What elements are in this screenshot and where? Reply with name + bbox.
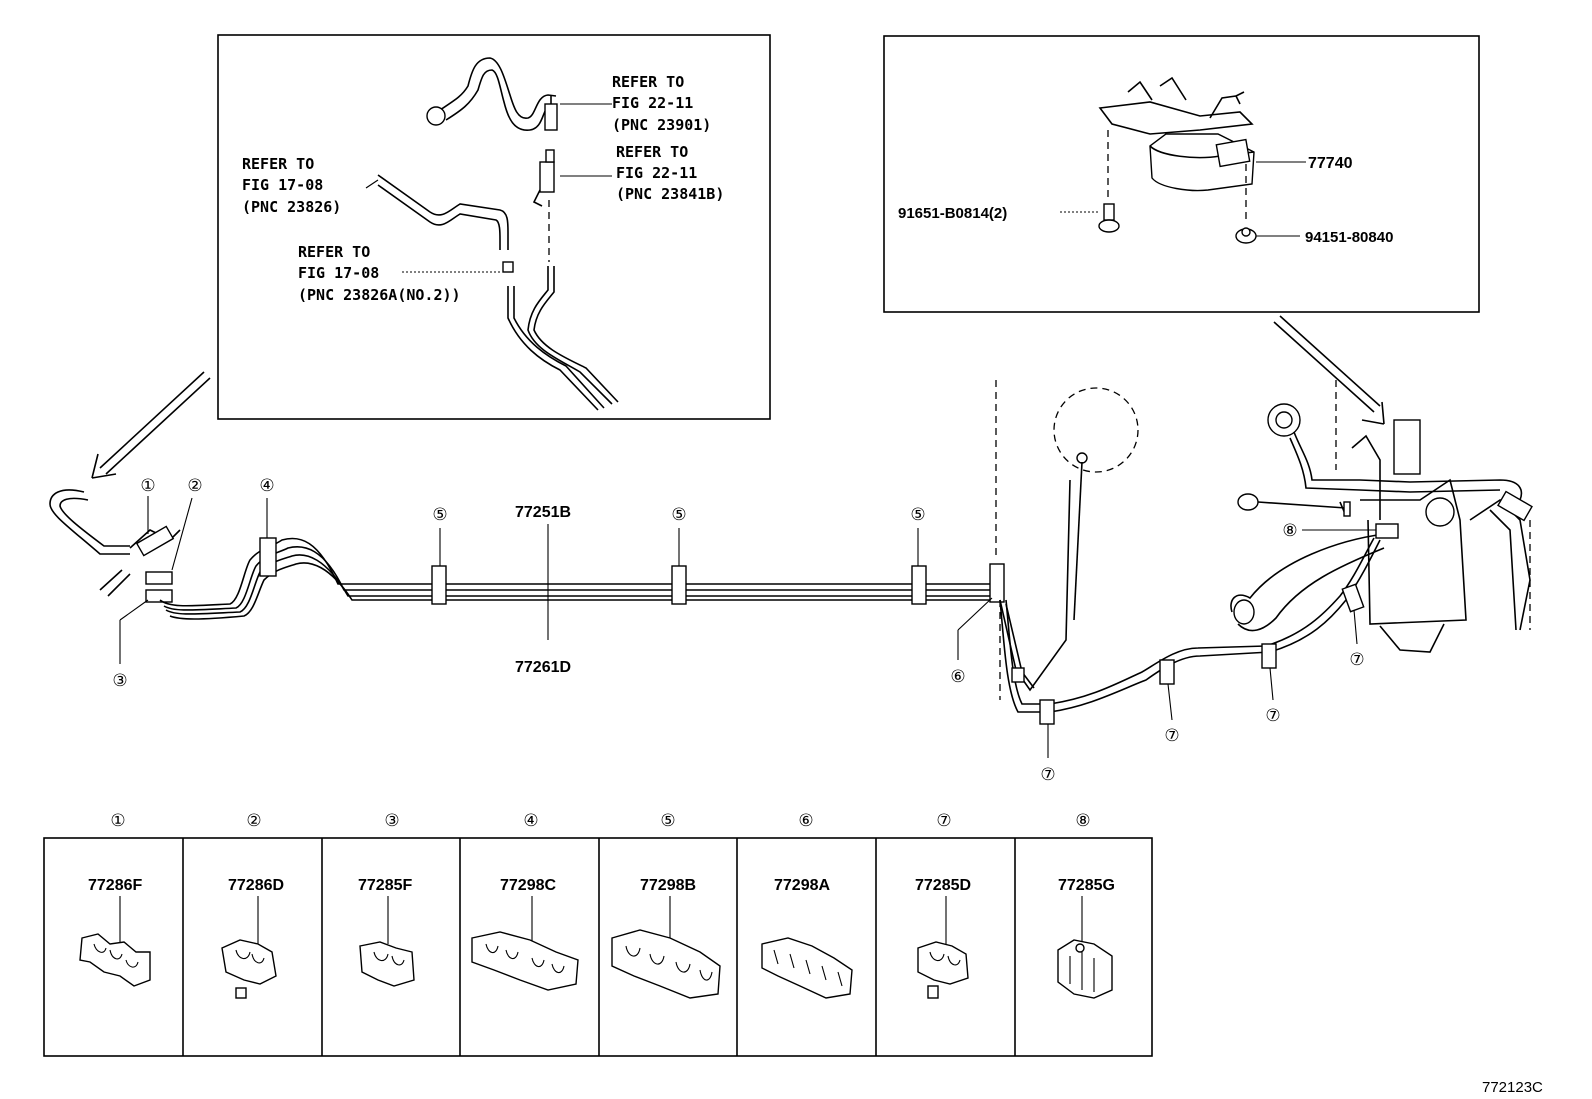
- ref2-line1: REFER TO: [616, 143, 688, 161]
- ref3-line1: REFER TO: [242, 155, 314, 173]
- clamp-8-marker: [1375, 523, 1399, 539]
- clamp-77298B-icon: [611, 929, 721, 999]
- fuel-hose-drawing: [426, 57, 558, 131]
- clamp-77285F-icon: [359, 941, 415, 987]
- callout-1: ①: [140, 476, 155, 495]
- clamp-4-number: ④: [523, 811, 538, 830]
- clamp-77285G-icon: [1057, 939, 1113, 999]
- clamp-3-part: 77285F: [358, 877, 412, 894]
- clamp-5-part: 77298B: [640, 877, 696, 894]
- clamp-6-marker: [989, 563, 1005, 603]
- clamp-5a-marker: [431, 565, 447, 605]
- tube-lines-drawing: [507, 266, 619, 411]
- clamp-2-number: ②: [246, 811, 261, 830]
- clamp-7b-marker: [1159, 659, 1175, 685]
- vapor-pipe-drawing: [377, 174, 514, 273]
- bolt-part-number: 91651-B0814(2): [898, 205, 1007, 222]
- callout-5b: ⑤: [671, 505, 686, 524]
- diagram-id: 772123C: [1482, 1079, 1543, 1096]
- callout-7c: ⑦: [1265, 706, 1280, 725]
- clamp-3-number: ③: [384, 811, 399, 830]
- nut-part-number: 94151-80840: [1305, 229, 1393, 246]
- clamp-4-part: 77298C: [500, 877, 556, 894]
- callout-3: ③: [112, 671, 127, 690]
- callout-5c: ⑤: [910, 505, 925, 524]
- charcoal-canister-drawing: [1098, 76, 1255, 222]
- clamp-5-number: ⑤: [660, 811, 675, 830]
- ref1-line1: REFER TO: [612, 73, 684, 91]
- inset-left: REFER TO FIG 22-11 (PNC 23901) REFER TO …: [217, 34, 771, 420]
- clamp-5b-marker: [671, 565, 687, 605]
- ref4-line1: REFER TO: [298, 243, 370, 261]
- ref3-line2: FIG 17-08: [242, 176, 323, 194]
- clamp-7-number: ⑦: [936, 811, 951, 830]
- clamp-6-part: 77298A: [774, 877, 830, 894]
- inset-right-frame: [883, 35, 1480, 313]
- clamp-8-part: 77285G: [1058, 877, 1115, 894]
- callout-6: ⑥: [950, 667, 965, 686]
- ref2-line3: (PNC 23841B): [616, 185, 724, 203]
- clamp-2-part: 77286D: [228, 877, 284, 894]
- filler-pipe-end: [49, 489, 130, 555]
- tube-upper-part-number: 77251B: [515, 504, 571, 521]
- clamp-77298C-icon: [471, 931, 579, 991]
- clamp-7c-marker: [1261, 643, 1277, 669]
- clamp-5c-marker: [911, 565, 927, 605]
- callout-4: ④: [259, 476, 274, 495]
- callout-5a: ⑤: [432, 505, 447, 524]
- ref1-line2: FIG 22-11: [612, 94, 693, 112]
- connector-drawing: [532, 149, 555, 262]
- clamp-4-marker: [259, 537, 277, 577]
- clamp-7d-marker: [1341, 583, 1365, 613]
- clamp-6-number: ⑥: [798, 811, 813, 830]
- clamp-1-number: ①: [110, 811, 125, 830]
- clamp-77298A-icon: [761, 937, 853, 999]
- clamp-1-part: 77286F: [88, 877, 142, 894]
- main-tube-assembly: 77251B 77261D: [49, 380, 1533, 725]
- clamp-7-part: 77285D: [915, 877, 971, 894]
- clamp-table-frame: [43, 837, 1153, 1057]
- arrow-right-inset: [1273, 315, 1385, 425]
- clamp-77286D-icon: [221, 939, 277, 999]
- ref1-line3: (PNC 23901): [612, 116, 711, 134]
- nut-icon: [1235, 227, 1257, 244]
- callout-2: ②: [187, 476, 202, 495]
- inset-left-frame: [217, 34, 771, 420]
- callout-7b: ⑦: [1164, 726, 1179, 745]
- clamp-8-number: ⑧: [1075, 811, 1090, 830]
- clamp-77285D-icon: [917, 941, 969, 999]
- ref2-line2: FIG 22-11: [616, 164, 697, 182]
- clamp-7a-marker: [1039, 699, 1055, 725]
- main-callouts: ① ② ③ ④ ⑤ ⑤ ⑤ ⑥ ⑦ ⑦ ⑦ ⑦ ⑧: [112, 476, 1376, 784]
- ref3-line3: (PNC 23826): [242, 198, 341, 216]
- clamp-77286F-icon: [79, 933, 151, 987]
- callout-7d: ⑦: [1349, 650, 1364, 669]
- ref4-line2: FIG 17-08: [298, 264, 379, 282]
- ref4-line3: (PNC 23826A(NO.2)): [298, 286, 461, 304]
- canister-assembly-drawing: [1230, 380, 1533, 653]
- tube-lower-part-number: 77261D: [515, 659, 571, 676]
- arrow-left-inset: [91, 371, 211, 479]
- fuel-gauge-outline: [1053, 387, 1139, 473]
- callout-7a: ⑦: [1040, 765, 1055, 784]
- bolt-icon: [1098, 203, 1120, 233]
- inset-right: 77740 91651-B0814(2) 94151-80840: [883, 35, 1480, 313]
- callout-8: ⑧: [1282, 521, 1297, 540]
- canister-part-number: 77740: [1308, 155, 1353, 172]
- clamp-table: ① ② ③ ④ ⑤ ⑥ ⑦ ⑧ 77286F 77286D 77285F 772…: [43, 811, 1153, 1057]
